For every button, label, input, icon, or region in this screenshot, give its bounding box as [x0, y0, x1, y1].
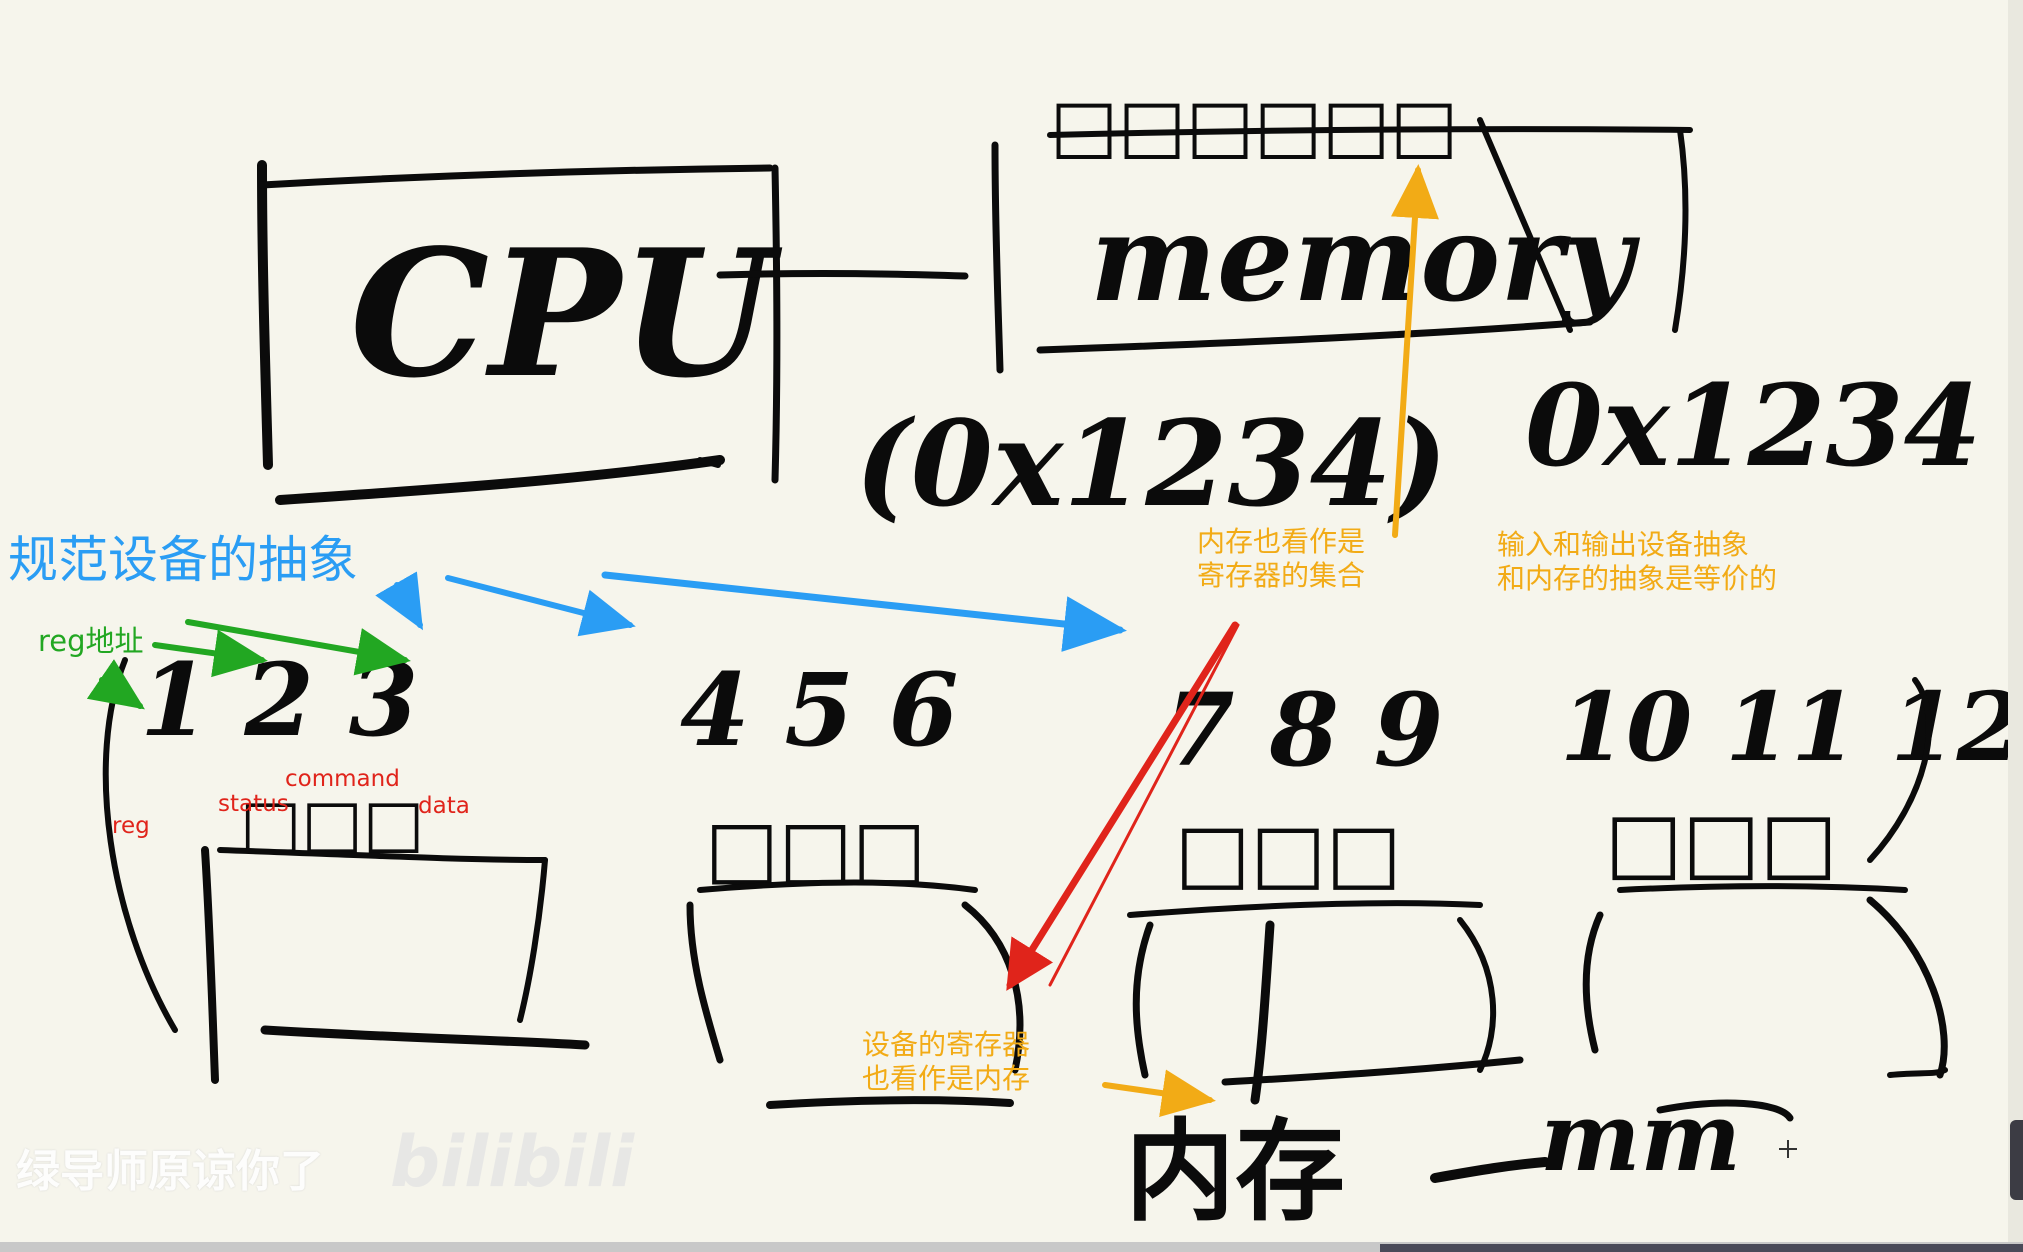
bottom-scrollbar-track[interactable] — [0, 1242, 2023, 1252]
red-arrows — [1006, 621, 1240, 991]
bottom-mm: mm — [1540, 1082, 1741, 1193]
cpu-label: CPU — [350, 212, 783, 417]
crosshair-cursor-icon — [1779, 1140, 1797, 1158]
status-annotation: status — [218, 791, 289, 817]
blue-arrows — [375, 571, 1127, 652]
window-right-edge — [2008, 0, 2023, 1252]
device3-header: □□□ — [1175, 805, 1402, 899]
side-handle[interactable] — [2010, 1120, 2023, 1200]
device2-header: □□□ — [705, 803, 926, 894]
memory-as-registers-annotation: 内存也看作是 寄存器的集合 — [1197, 525, 1366, 593]
device4-numbers: 10 11 12 — [1560, 672, 2023, 783]
bilibili-logo: bilibili — [390, 1121, 635, 1203]
memory-box — [991, 117, 1693, 374]
reg-annotation: reg — [112, 813, 150, 839]
watermark-text: 绿导师原谅你了 — [16, 1146, 324, 1197]
orange-arrows — [1102, 164, 1439, 1117]
green-arrows — [86, 619, 411, 710]
bottom-scrollbar-thumb[interactable] — [1380, 1244, 2023, 1252]
address-plain: 0x1234 — [1525, 361, 1981, 492]
memory-label: memory — [1090, 188, 1641, 329]
cpu-box — [257, 160, 781, 505]
memory-header-boxes: □□□□□□ — [1050, 82, 1458, 167]
device3-box — [1127, 900, 1524, 1105]
device4-header: □□□ — [1605, 794, 1837, 890]
title-annotation: 规范设备的抽象 — [8, 531, 358, 589]
device1-numbers: 1 2 3 — [140, 641, 418, 759]
reg-address-annotation: reg地址 — [38, 624, 144, 658]
device4-box — [1582, 677, 1948, 1079]
device-registers-as-memory-annotation: 设备的寄存器 也看作是内存 — [862, 1028, 1031, 1096]
command-annotation: command — [285, 766, 400, 792]
device3-numbers: 7 8 9 — [1165, 671, 1443, 789]
device2-numbers: 4 5 6 — [680, 651, 958, 769]
bottom-mm-tail — [1656, 1099, 1794, 1122]
bus-line — [716, 269, 969, 280]
device1-header: □□□ — [240, 785, 424, 861]
address-paren: (0x1234) — [855, 394, 1448, 533]
io-equivalence-annotation: 输入和输出设备抽象 和内存的抽象是等价的 — [1497, 528, 1778, 596]
bottom-dash — [1430, 1157, 1550, 1183]
bottom-memory-label: 内存 — [1125, 1107, 1345, 1236]
data-annotation: data — [418, 793, 470, 819]
